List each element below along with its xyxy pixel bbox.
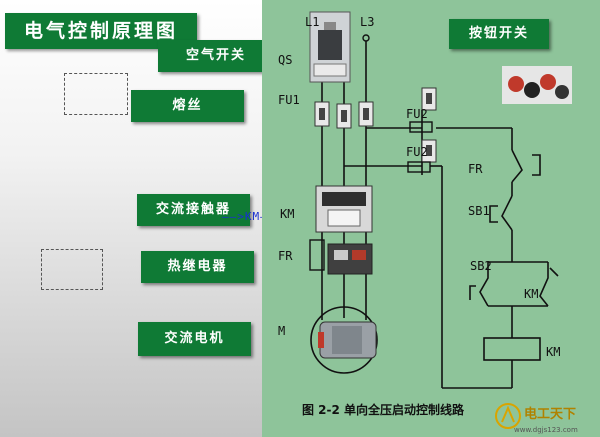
stray-arrow-text: ——>KM—— xyxy=(222,210,276,223)
slide-title: 电气控制原理图 xyxy=(5,13,197,49)
label-km-aux: KM xyxy=(524,287,538,301)
air-switch-device xyxy=(309,11,351,83)
circuit-diagram: L1 L3 QS FU1 FU2 FU2 KM FR M FR SB1 SB2 … xyxy=(278,11,572,417)
label-km-coil: KM xyxy=(546,345,560,359)
label-phase-l3: L3 xyxy=(360,15,374,29)
label-fr-main: FR xyxy=(278,249,293,263)
label-phase-l1: L1 xyxy=(305,15,319,29)
label-qs: QS xyxy=(278,53,292,67)
placeholder-box-top xyxy=(64,73,128,115)
label-fu1: FU1 xyxy=(278,93,300,107)
contactor-device xyxy=(315,185,373,233)
label-fr-ctrl: FR xyxy=(468,162,483,176)
label-motor[interactable]: 交流电机 xyxy=(138,322,251,356)
label-contactor[interactable]: 交流接触器 xyxy=(137,194,250,226)
watermark-logo: 电工天下 www.dgjs123.com xyxy=(495,403,578,434)
label-air-switch[interactable]: 空气开关 xyxy=(158,40,274,72)
control-circuit xyxy=(430,127,559,389)
label-sb1: SB1 xyxy=(468,204,490,218)
fu2-fuses xyxy=(407,87,437,173)
watermark-cn: 电工天下 xyxy=(524,406,576,422)
label-sb2: SB2 xyxy=(470,259,492,273)
motor-symbol xyxy=(310,306,378,374)
label-fu2-b: FU2 xyxy=(406,145,428,159)
fu1-fuses xyxy=(314,101,374,129)
label-km-main: KM xyxy=(280,207,294,221)
diagram-caption: 图 2-2 单向全压启动控制线路 xyxy=(302,402,465,417)
thermal-relay-device xyxy=(309,239,373,275)
watermark-url: www.dgjs123.com xyxy=(514,426,578,434)
label-motor-m: M xyxy=(278,324,285,338)
label-fu2-a: FU2 xyxy=(406,107,428,121)
placeholder-box-middle xyxy=(41,249,103,290)
label-button-switch[interactable]: 按钮开关 xyxy=(449,19,549,49)
circuit-panel: L1 L3 QS FU1 FU2 FU2 KM FR M FR SB1 SB2 … xyxy=(262,0,600,437)
label-fuse[interactable]: 熔丝 xyxy=(131,90,244,122)
label-thermal-relay[interactable]: 热继电器 xyxy=(141,251,254,283)
button-switch-device xyxy=(502,66,572,104)
